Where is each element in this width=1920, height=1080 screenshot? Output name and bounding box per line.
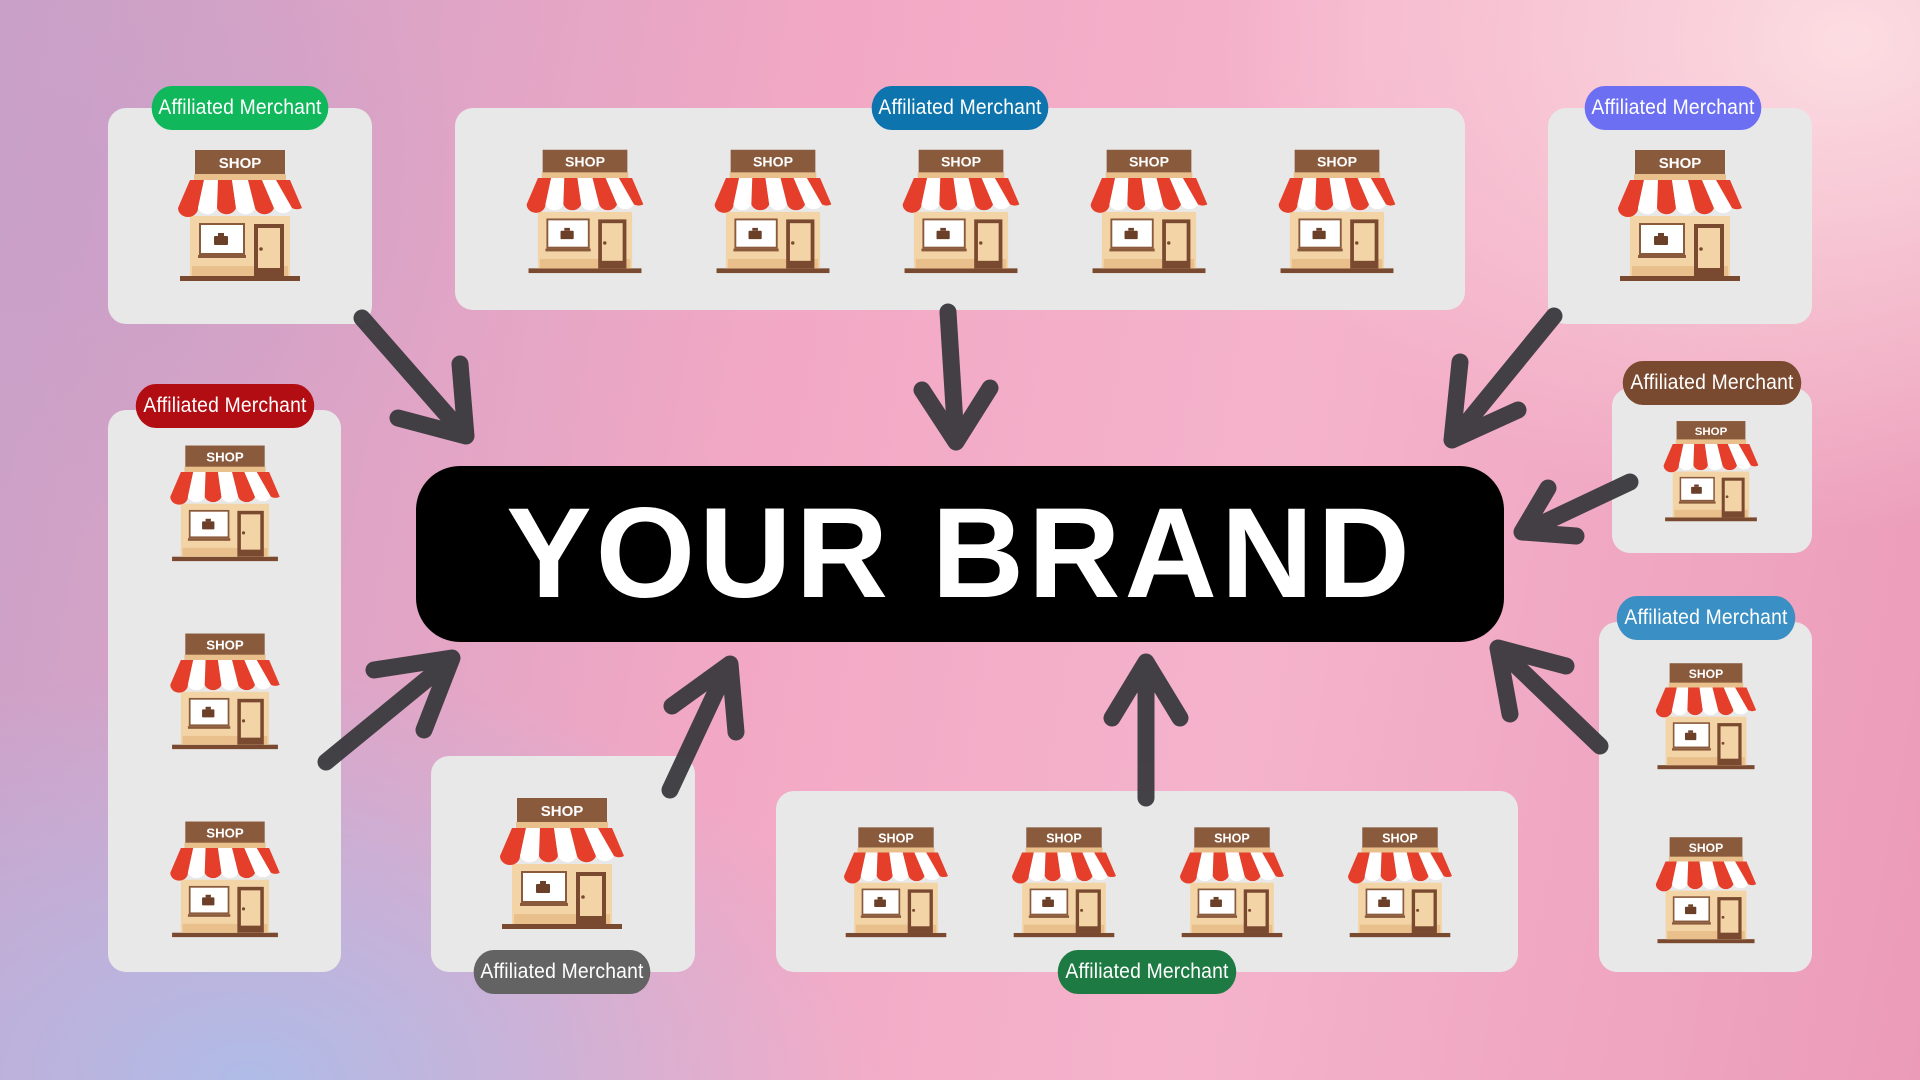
shop-icon: SHOP [1656,418,1766,522]
brand-title: YOUR BRAND [506,482,1414,625]
svg-text:SHOP: SHOP [219,155,262,172]
merchant-label-bottom-center: Affiliated Merchant [1057,950,1237,994]
shop-icon: SHOP [1270,146,1404,274]
merchant-label-bottom-left: Affiliated Merchant [473,950,651,994]
shop-icon: SHOP [1172,824,1292,938]
shop-icon: SHOP [894,146,1028,274]
shop-icon: SHOP [1648,660,1764,770]
shop-icon: SHOP [1004,824,1124,938]
svg-text:SHOP: SHOP [1382,831,1418,845]
svg-text:SHOP: SHOP [206,637,244,652]
merchant-label-left: Affiliated Merchant [135,384,315,428]
svg-text:SHOP: SHOP [878,831,914,845]
svg-text:SHOP: SHOP [941,154,981,170]
svg-text:SHOP: SHOP [1317,154,1357,170]
merchant-label-right-bottom: Affiliated Merchant [1616,596,1796,640]
shop-icon: SHOP [162,442,288,562]
merchant-label-top-center: Affiliated Merchant [871,86,1049,130]
shop-icon: SHOP [490,794,634,930]
merchant-label-top-left: Affiliated Merchant [151,86,329,130]
shop-icon: SHOP [1340,824,1460,938]
shop-icon: SHOP [518,146,652,274]
svg-text:SHOP: SHOP [1695,426,1728,438]
svg-text:SHOP: SHOP [1129,154,1169,170]
merchant-group-left [108,410,341,972]
svg-text:SHOP: SHOP [1046,831,1082,845]
svg-text:SHOP: SHOP [1214,831,1250,845]
svg-text:SHOP: SHOP [1689,667,1723,681]
svg-text:SHOP: SHOP [753,154,793,170]
merchant-label-top-right: Affiliated Merchant [1584,86,1762,130]
merchant-group-bottom-center [776,791,1518,972]
svg-text:SHOP: SHOP [206,449,244,464]
brand-block: YOUR BRAND [416,466,1504,642]
merchant-label-right-mid: Affiliated Merchant [1622,361,1802,405]
shop-icon: SHOP [162,630,288,750]
svg-text:SHOP: SHOP [206,825,244,840]
shop-icon: SHOP [706,146,840,274]
merchant-group-top-center [455,108,1465,310]
shop-icon: SHOP [1610,146,1750,282]
svg-text:SHOP: SHOP [541,803,584,820]
shop-icon: SHOP [836,824,956,938]
shop-icon: SHOP [1648,834,1764,944]
shop-icon: SHOP [1082,146,1216,274]
svg-text:SHOP: SHOP [1659,155,1702,172]
shop-icon: SHOP [170,146,310,282]
svg-text:SHOP: SHOP [565,154,605,170]
shop-icon: SHOP [162,818,288,938]
svg-text:SHOP: SHOP [1689,841,1723,855]
merchant-group-right-mid [1612,388,1812,553]
